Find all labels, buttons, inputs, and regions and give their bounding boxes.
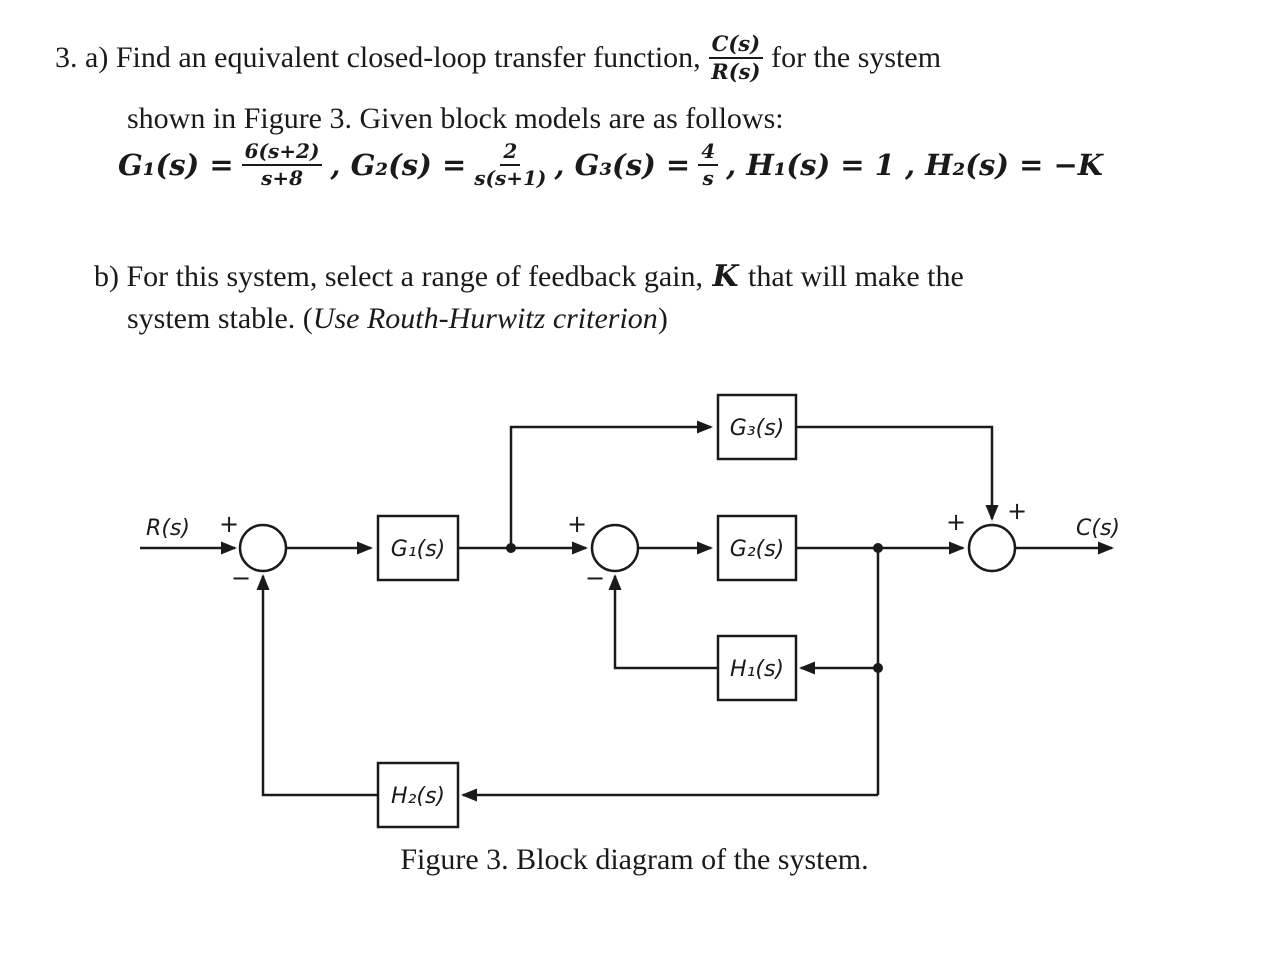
input-label: R(s) (146, 516, 190, 541)
g2-lhs: , G₂(s) = (330, 148, 467, 182)
block-h2-label: H₂(s) (391, 784, 445, 809)
gain-k-symbol: K (712, 259, 739, 294)
sum2-plus-sign: + (567, 510, 587, 538)
part-b-line1: b) For this system, select a range of fe… (94, 258, 964, 296)
g3-to-sum3-wire (796, 425, 999, 521)
block-g3 (716, 393, 798, 461)
branch-to-g3-wire (509, 420, 713, 548)
block-g1-label: G₁(s) (391, 537, 446, 562)
h2-to-sum1-wire (256, 574, 378, 797)
g1-fraction: 6(s+2) s+8 (241, 140, 323, 190)
pickoff-dot-h1-branch (873, 663, 883, 673)
part-b-line2: system stable. ( Use Routh-Hurwitz crite… (127, 300, 668, 338)
h1-to-sum2-wire (608, 574, 718, 670)
pickoff-dot-after-g2 (873, 543, 883, 553)
g3-fraction-numerator: 4 (698, 140, 719, 166)
g1-fraction-denominator: s+8 (261, 166, 303, 190)
part-b-text-pre: b) For this system, select a range of fe… (94, 260, 711, 293)
sum2-minus-sign: − (585, 564, 605, 592)
part-a-line1: 3. a) Find an equivalent closed-loop tra… (55, 31, 942, 85)
g1-lhs: G₁(s) = (118, 148, 234, 182)
block-h1-label: H₁(s) (730, 657, 784, 682)
summing-junction-2 (590, 523, 640, 573)
g3-fraction-denominator: s (702, 166, 714, 190)
block-g2 (716, 514, 798, 582)
part-b-text-post: that will make the (740, 260, 964, 293)
fraction-numerator: C(s) (708, 31, 764, 60)
g2-fraction: 2 s(s+1) (474, 140, 546, 190)
sum1-plus-sign: + (219, 510, 239, 538)
part-a-line2: shown in Figure 3. Given block models ar… (127, 102, 784, 135)
equation-line: G₁(s) = 6(s+2) s+8 , G₂(s) = 2 s(s+1) , … (118, 140, 1103, 190)
summing-junction-1 (238, 523, 288, 573)
block-g3-label: G₃(s) (730, 416, 785, 441)
routh-hurwitz-note: Use Routh-Hurwitz criterion (312, 302, 658, 335)
g2-fraction-denominator: s(s+1) (474, 166, 547, 190)
part-a-text-after-fraction: for the system (771, 41, 942, 75)
g1-fraction-numerator: 6(s+2) (241, 140, 323, 166)
block-g2-label: G₂(s) (730, 537, 785, 562)
equation-tail: , H₁(s) = 1 , H₂(s) = −K (726, 148, 1104, 182)
part-a-text-before-fraction: Find an equivalent closed-loop transfer … (115, 41, 701, 75)
g2-fraction-numerator: 2 (500, 140, 521, 166)
question-number: 3. a) (55, 41, 116, 75)
sum1-minus-sign: − (231, 564, 251, 592)
block-h1 (716, 634, 798, 702)
g3-fraction: 4 s (698, 140, 719, 190)
output-label: C(s) (1076, 516, 1120, 541)
summing-junction-3 (967, 523, 1017, 573)
part-b-line2-post: ) (657, 302, 668, 335)
figure-caption: Figure 3. Block diagram of the system. (400, 843, 869, 876)
sum3-left-plus-sign: + (946, 508, 966, 536)
transfer-function-fraction: C(s) R(s) (708, 31, 764, 85)
part-b-line2-pre: system stable. ( (127, 302, 313, 335)
block-h2 (376, 761, 460, 829)
pickoff-dot-after-g1 (506, 543, 516, 553)
block-g1 (376, 514, 460, 582)
sum3-top-plus-sign: + (1007, 497, 1027, 525)
block-diagram: G₁(s) G₂(s) G₃(s) H₁(s) H₂(s) R(s) C(s) … (140, 393, 1120, 829)
g3-lhs: , G₃(s) = (554, 148, 691, 182)
fraction-denominator: R(s) (711, 59, 761, 85)
